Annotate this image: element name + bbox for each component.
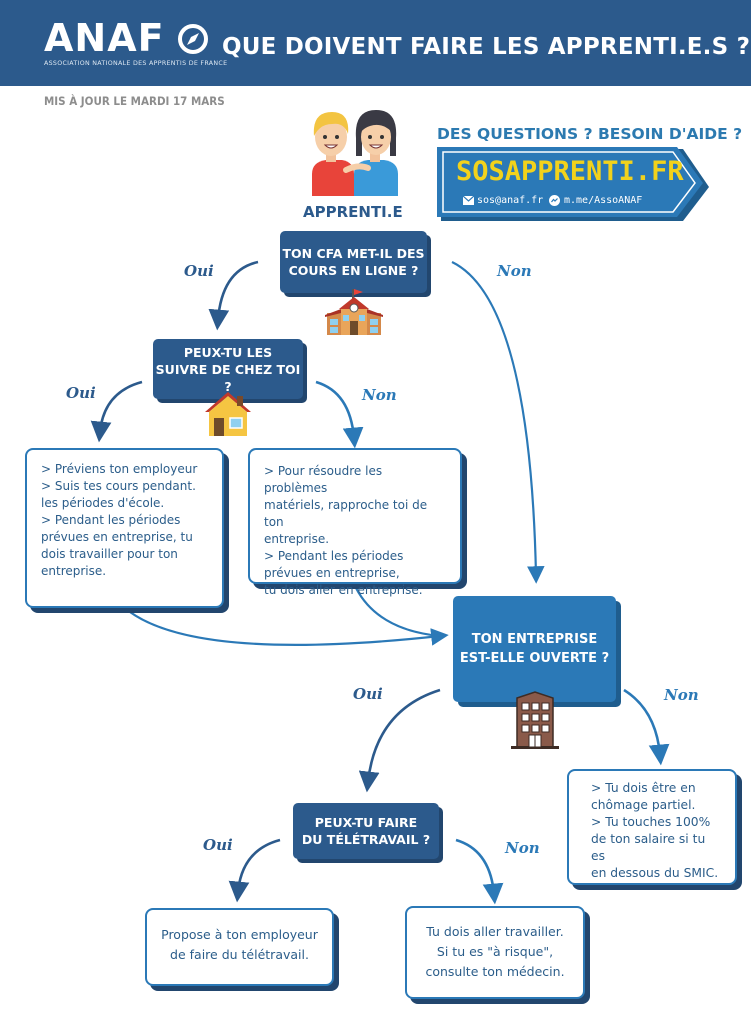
email-link[interactable]: sos@anaf.fr <box>477 195 544 206</box>
page-title: QUE DOIVENT FAIRE LES APPRENTI.E.S ? <box>222 34 751 60</box>
header-bar <box>0 0 751 86</box>
anaf-logo[interactable]: ANAF <box>44 16 165 60</box>
q4-oui-label: Oui <box>203 836 233 854</box>
house-icon <box>205 392 251 436</box>
sosapprenti-link[interactable]: SOSAPPRENTI.FR <box>456 156 684 187</box>
q3-oui-label: Oui <box>353 685 383 703</box>
apprentices-illustration <box>312 110 398 196</box>
help-banner <box>437 147 709 221</box>
q3-non-label: Non <box>664 686 699 704</box>
q2-non-label: Non <box>362 386 397 404</box>
q2-oui-label: Oui <box>66 384 96 402</box>
update-date: MIS À JOUR LE MARDI 17 MARS <box>44 94 225 108</box>
messenger-icon <box>549 195 560 206</box>
compass-icon <box>178 24 208 54</box>
mail-icon <box>463 196 474 205</box>
answer-online-from-home: > Préviens ton employeur> Suis tes cours… <box>25 448 224 608</box>
q1-oui-label: Oui <box>184 262 214 280</box>
messenger-link[interactable]: m.me/AssoANAF <box>564 195 643 206</box>
q1-non-label: Non <box>497 262 532 280</box>
q4-non-label: Non <box>505 839 540 857</box>
apprentice-label: APPRENTI.E <box>303 203 403 221</box>
logo-subtitle: ASSOCIATION NATIONALE DES APPRENTIS DE F… <box>44 60 228 67</box>
answer-go-to-work: Tu dois aller travailler.Si tu es "à ris… <box>405 906 585 999</box>
school-icon <box>325 289 383 335</box>
office-building-icon <box>511 691 559 749</box>
help-question: DES QUESTIONS ? BESOIN D'AIDE ? <box>437 125 743 143</box>
